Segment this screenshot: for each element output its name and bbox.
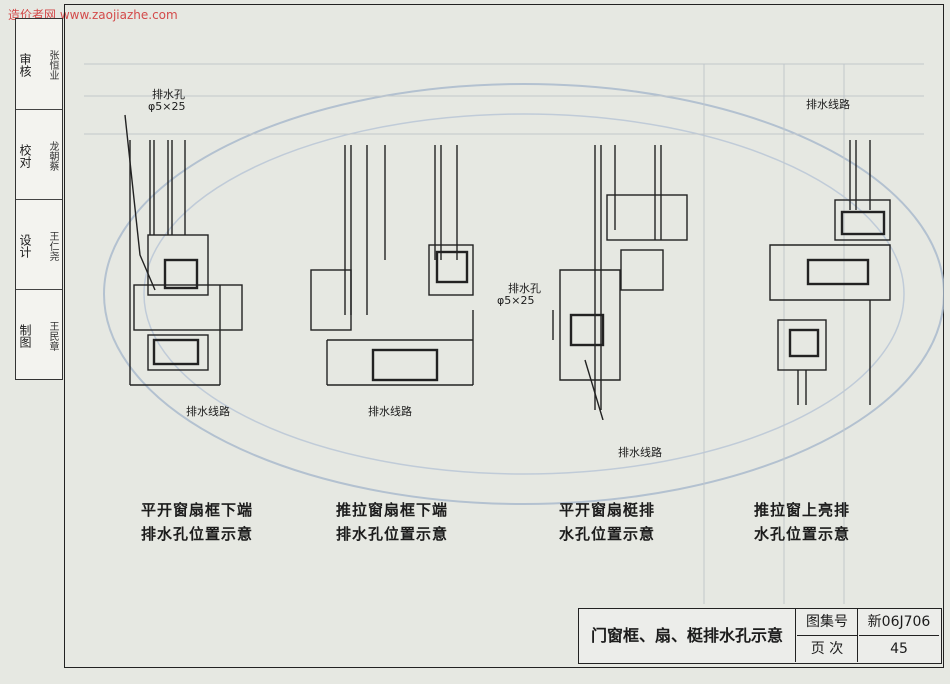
caption-casement-mullion: 平开窗扇梃排 水孔位置示意	[522, 498, 692, 546]
signoff-name: 王民章	[47, 321, 58, 351]
signoff-name: 龙朝蔡	[47, 141, 58, 171]
drawing-frame	[64, 4, 944, 668]
signoff-cell-design: 设计 王仁尧	[16, 199, 62, 290]
section-drawing-sliding-bottom	[310, 145, 474, 386]
caption-sliding-transom: 推拉窗上亮排 水孔位置示意	[717, 498, 887, 546]
label-drain-route: 排水线路	[806, 98, 850, 111]
signoff-name: 张恒业	[47, 50, 58, 80]
signoff-cell-approve: 审核 张恒业	[16, 19, 62, 109]
page-number-label: 页 次	[797, 636, 858, 662]
signoff-role: 制图	[18, 324, 32, 348]
caption-casement-bottom: 平开窗扇框下端 排水孔位置示意	[112, 498, 282, 546]
caption-sliding-bottom: 推拉窗扇框下端 排水孔位置示意	[307, 498, 477, 546]
signoff-name: 王仁尧	[47, 231, 58, 261]
caption-line: 平开窗扇框下端	[140, 501, 253, 519]
section-drawing-casement-mullion	[552, 145, 688, 420]
atlas-number: 新06J706	[859, 609, 939, 636]
section-drawing-sliding-transom	[769, 140, 891, 405]
atlas-number-label: 图集号	[797, 609, 858, 636]
label-drain-hole: 排水孔	[508, 282, 541, 295]
caption-line: 平开窗扇梃排	[558, 501, 655, 519]
signoff-sidebar: 审核 张恒业 校对 龙朝蔡 设计 王仁尧 制图 王民章	[15, 18, 63, 380]
signoff-cell-draft: 制图 王民章	[16, 289, 62, 380]
label-hole-size: φ5×25	[148, 100, 186, 113]
signoff-role: 校对	[18, 144, 32, 168]
label-drain-route: 排水线路	[618, 446, 662, 459]
background-grid	[84, 63, 944, 604]
signoff-role: 审核	[18, 53, 32, 77]
title-block: 门窗框、扇、梃排水孔示意 图集号 新06J706 页 次 45	[578, 608, 942, 664]
signoff-role: 设计	[18, 234, 32, 258]
caption-line: 推拉窗扇框下端	[335, 501, 448, 519]
label-drain-hole: 排水孔	[152, 88, 185, 101]
label-drain-route: 排水线路	[186, 405, 230, 418]
page-number: 45	[890, 641, 908, 657]
section-drawing-casement-bottom	[124, 114, 243, 386]
label-hole-size: φ5×25	[497, 294, 535, 307]
drawing-title: 门窗框、扇、梃排水孔示意	[579, 609, 796, 662]
caption-line: 水孔位置示意	[558, 525, 655, 543]
label-drain-route: 排水线路	[368, 405, 412, 418]
caption-line: 排水孔位置示意	[335, 525, 448, 543]
signoff-cell-check: 校对 龙朝蔡	[16, 109, 62, 200]
caption-line: 推拉窗上亮排	[753, 501, 850, 519]
caption-line: 排水孔位置示意	[140, 525, 253, 543]
caption-line: 水孔位置示意	[753, 525, 850, 543]
